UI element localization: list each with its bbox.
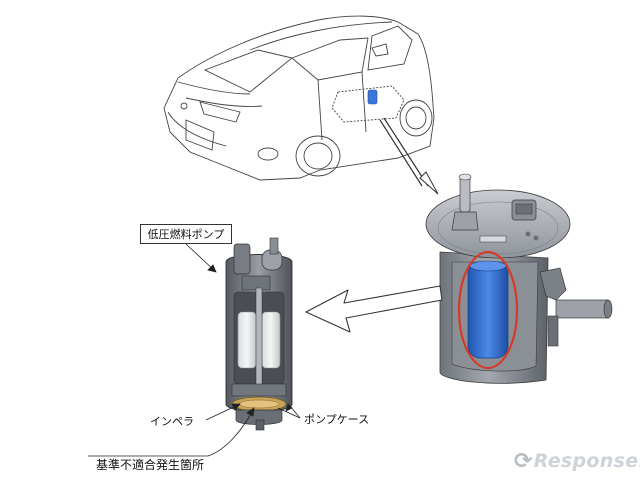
label-impeller: インペラ [150,415,194,428]
label-pump-case: ポンプケース [304,413,370,426]
fuel-pump-module [425,173,613,384]
pump-location-in-car [367,89,378,105]
leader-lines [88,243,301,457]
pump-highlight-ring [457,250,519,370]
fuel-pump-cutaway [225,237,293,431]
label-low-pressure-fuel-pump: 低圧燃料ポンプ [140,224,232,244]
arrow-module-to-pump [305,285,443,333]
car-outline [163,15,435,181]
logo-text: Response. [533,450,640,472]
logo-swoosh-icon: ⟳ [514,448,533,474]
label-nonconformity-location: 基準不適合発生箇所 [96,458,205,472]
response-logo: ⟳ Response. [514,448,640,474]
arrow-car-to-module [379,117,439,195]
